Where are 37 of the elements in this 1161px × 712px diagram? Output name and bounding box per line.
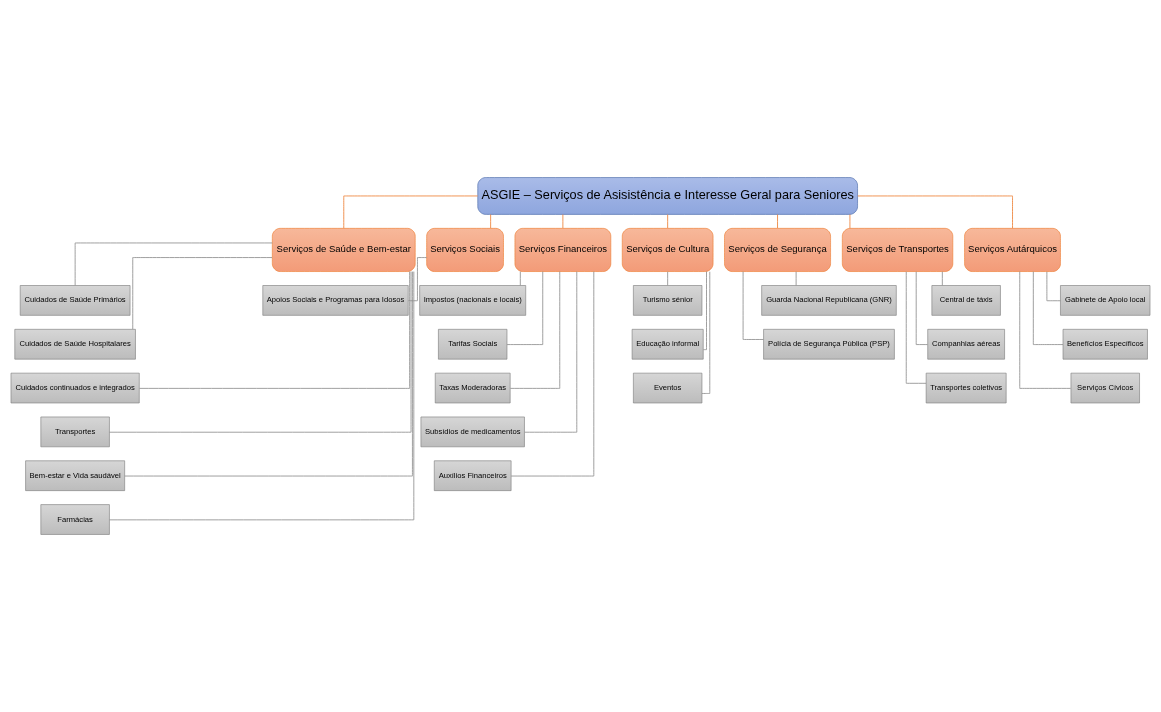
node-box: Serviços Sociais [426,228,504,272]
connector [343,195,479,229]
connector [795,271,797,286]
connector [667,271,669,286]
connector [506,271,544,345]
connector [915,271,928,345]
connector [905,271,927,384]
connector [407,257,428,302]
connector [509,271,561,389]
node-box: Serviços Financeiros [514,228,612,272]
connector [124,271,413,477]
connector [562,214,564,229]
node-box: Serviços de Segurança [724,228,831,272]
connector [139,271,411,389]
connector [941,271,943,286]
connector [849,214,851,229]
connector [510,271,595,477]
connector [1032,271,1064,345]
connector [132,257,273,330]
connector [701,271,711,394]
connector [109,271,412,433]
connector [667,214,669,229]
node-box: Serviços de Transportes [842,228,954,272]
node-box: Serviços de Saúde e Bem-estar [272,228,416,272]
connector [742,271,764,340]
connector [490,214,492,229]
connector [777,214,778,229]
connector [857,195,1013,229]
node-box: ASGIE – Serviços de Asisistência e Interesse Geral para Seniores [477,177,858,215]
connector [703,271,707,351]
connector [524,271,578,433]
connector [109,271,415,521]
connector [74,242,273,286]
node-box: Serviços de Cultura [621,228,714,272]
node-box: Serviços Autárquicos [964,228,1061,272]
connector [519,271,521,286]
connector [1019,271,1072,389]
